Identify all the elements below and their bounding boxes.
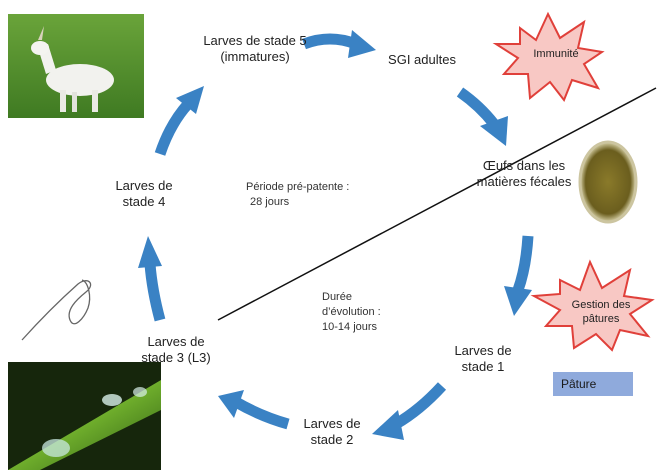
pasture-boundary-line [217, 87, 657, 321]
grazing-badge-text: Gestion des pâtures [556, 298, 646, 326]
label-adults: SGI adultes [388, 52, 456, 67]
immunity-badge-text: Immunité [533, 48, 579, 60]
prepatent-line-1: Période pré-patente : [246, 181, 350, 193]
evolution-note: Durée d’évolution : 10-14 jours [322, 290, 412, 335]
label-l5: Larves de stade 5 (immatures) [203, 33, 307, 64]
arrow-l2-to-l3 [218, 390, 290, 430]
label-l2: Larves de stade 2 [303, 416, 361, 447]
pasture-legend-label: Pâture [561, 377, 597, 391]
arrow-l1-to-l2 [372, 382, 447, 440]
prepatent-note: Période pré-patente : 28 jours [246, 180, 396, 210]
pasture-legend-box: Pâture [553, 372, 633, 396]
egg-image [578, 140, 638, 224]
arrow-l4-to-l5 [154, 86, 204, 156]
arrow-l3-to-l4 [138, 236, 166, 322]
label-eggs: Œufs dans les matières fécales [476, 158, 572, 189]
label-l1: Larves de stade 1 [454, 343, 512, 374]
evolution-line-1: Durée [322, 291, 352, 303]
goat-image [8, 14, 144, 118]
label-l4: Larves de stade 4 [115, 178, 173, 209]
grazing-line-1: Gestion des [571, 299, 631, 311]
grazing-line-2: pâtures [582, 313, 620, 325]
arrow-eggs-to-l1 [504, 235, 534, 316]
leaf-image [8, 362, 161, 470]
evolution-line-3: 10-14 jours [322, 321, 378, 333]
immunity-star [492, 11, 605, 102]
evolution-line-2: d’évolution : [322, 306, 381, 318]
grazing-star [530, 259, 655, 352]
prepatent-line-2: 28 jours [250, 196, 290, 208]
label-l3: Larves de stade 3 (L3) [141, 334, 211, 365]
arrow-l5-to-adults [302, 30, 376, 58]
cycle-arrows [138, 30, 534, 440]
arrow-adults-to-eggs [456, 87, 508, 146]
larva-sketch [21, 279, 92, 341]
